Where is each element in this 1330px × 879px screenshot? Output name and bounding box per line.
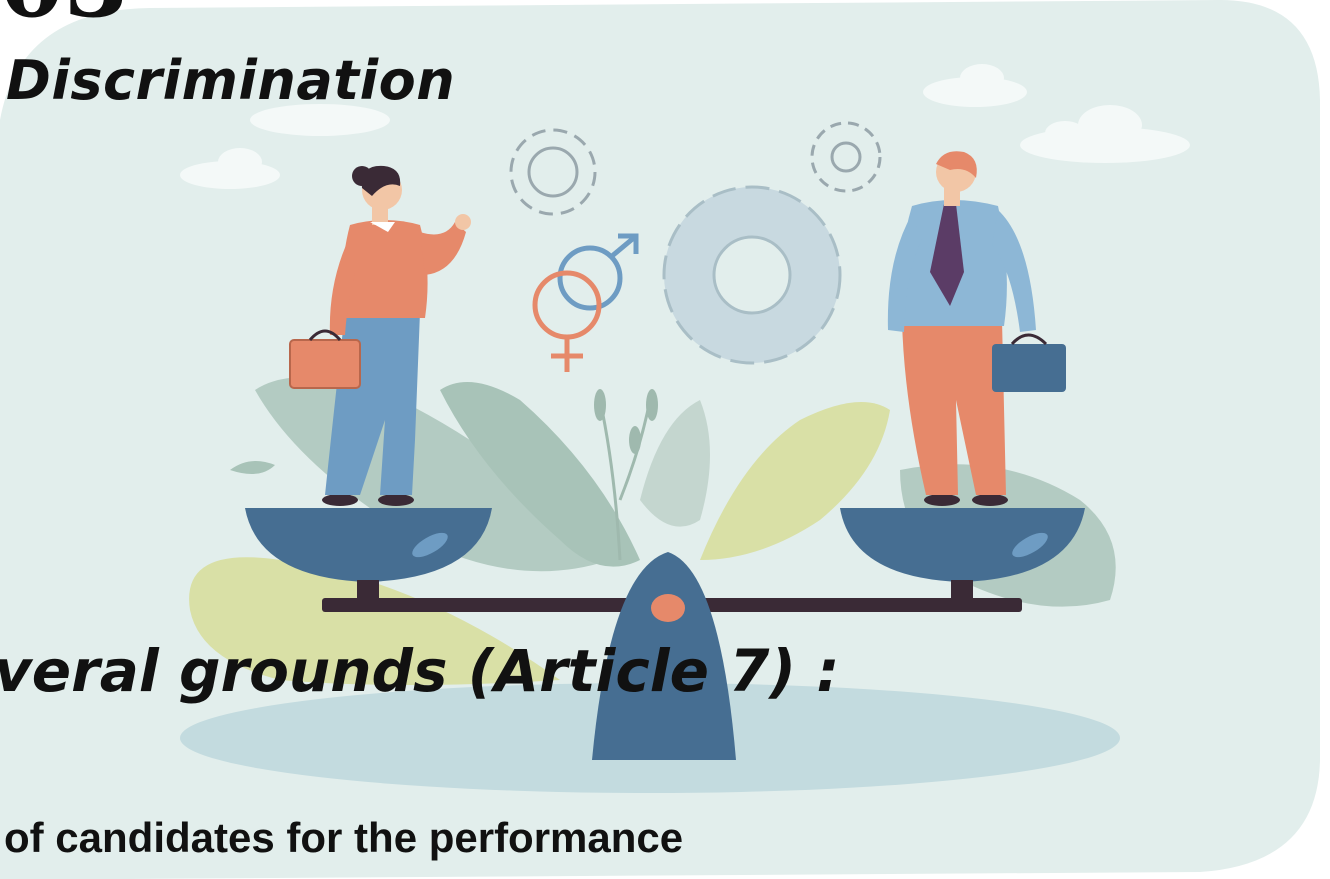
scale-pan-right xyxy=(840,508,1085,604)
female-symbol-icon xyxy=(532,270,602,372)
briefcase-icon xyxy=(992,344,1066,392)
woman-figure xyxy=(289,165,471,506)
gear-icon xyxy=(810,121,882,193)
candidates-text: of candidates for the performance xyxy=(4,814,684,861)
cloud-icon xyxy=(180,148,280,189)
gear-icon xyxy=(662,185,842,365)
briefcase-icon xyxy=(289,339,361,389)
slide-number: 03 xyxy=(0,0,128,30)
cloud-icon xyxy=(250,104,390,136)
cloud-icon xyxy=(923,64,1027,107)
cloud-icon xyxy=(1020,105,1190,163)
gear-icon xyxy=(509,128,597,216)
grounds-text: veral grounds (Article 7) : xyxy=(0,637,840,705)
man-figure xyxy=(887,151,1066,506)
male-symbol-icon xyxy=(557,233,639,311)
slide-heading: Discrimination xyxy=(6,49,456,112)
scale-fulcrum xyxy=(592,552,736,760)
